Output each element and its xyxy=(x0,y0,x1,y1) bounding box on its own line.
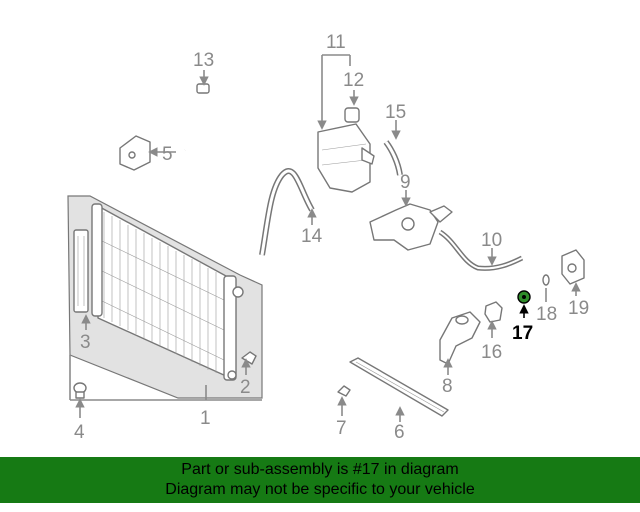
banner-line-1: Part or sub-assembly is #17 in diagram xyxy=(181,461,459,478)
part-19-housing xyxy=(561,249,585,285)
part-10-pipe xyxy=(438,229,524,271)
callout-4: 4 xyxy=(74,422,85,443)
part-5-bracket xyxy=(119,135,151,171)
callout-12: 12 xyxy=(343,70,364,91)
callout-10: 10 xyxy=(481,230,502,251)
radiator-core xyxy=(99,212,225,373)
callout-17: 17 xyxy=(512,323,533,344)
part-9-housing xyxy=(369,203,453,251)
part-14-hose xyxy=(259,168,315,256)
parts-diagram: 1 2 3 4 5 6 7 8 9 10 11 12 13 14 15 16 1… xyxy=(67,32,589,443)
part-18-gasket xyxy=(542,274,550,286)
callout-16: 16 xyxy=(481,342,502,363)
callout-11: 11 xyxy=(326,32,346,53)
callout-19: 19 xyxy=(568,298,589,319)
callout-labels: 1 2 3 4 5 6 7 8 9 10 11 12 13 14 15 16 1… xyxy=(74,32,589,443)
callout-15: 15 xyxy=(385,102,406,123)
callout-1: 1 xyxy=(200,408,211,429)
radiator-assembly xyxy=(67,195,263,399)
part-6-strip xyxy=(349,357,449,417)
part-11-reservoir xyxy=(317,123,375,193)
callout-14: 14 xyxy=(301,226,323,247)
callout-18: 18 xyxy=(536,304,557,325)
callout-6: 6 xyxy=(394,422,405,443)
part-7-clip xyxy=(337,385,351,397)
part-15-hose xyxy=(383,140,403,176)
callout-5: 5 xyxy=(162,144,173,165)
part-3-bracket xyxy=(73,229,89,313)
leader-lines xyxy=(69,54,581,422)
callout-9: 9 xyxy=(400,172,411,193)
part-17-highlighted xyxy=(517,290,531,304)
info-banner: Part or sub-assembly is #17 in diagram D… xyxy=(0,457,640,503)
callout-13: 13 xyxy=(193,50,214,71)
callout-8: 8 xyxy=(442,376,453,397)
callout-7: 7 xyxy=(336,418,347,439)
callout-2: 2 xyxy=(240,377,251,398)
callout-3: 3 xyxy=(80,332,91,353)
banner-line-2: Diagram may not be specific to your vehi… xyxy=(165,481,475,498)
part-4-cap xyxy=(73,382,87,399)
part-12-cap xyxy=(344,107,360,123)
part-8-outlet xyxy=(439,311,481,365)
part-16-sensor xyxy=(484,301,503,323)
part-13-hose xyxy=(183,83,210,152)
